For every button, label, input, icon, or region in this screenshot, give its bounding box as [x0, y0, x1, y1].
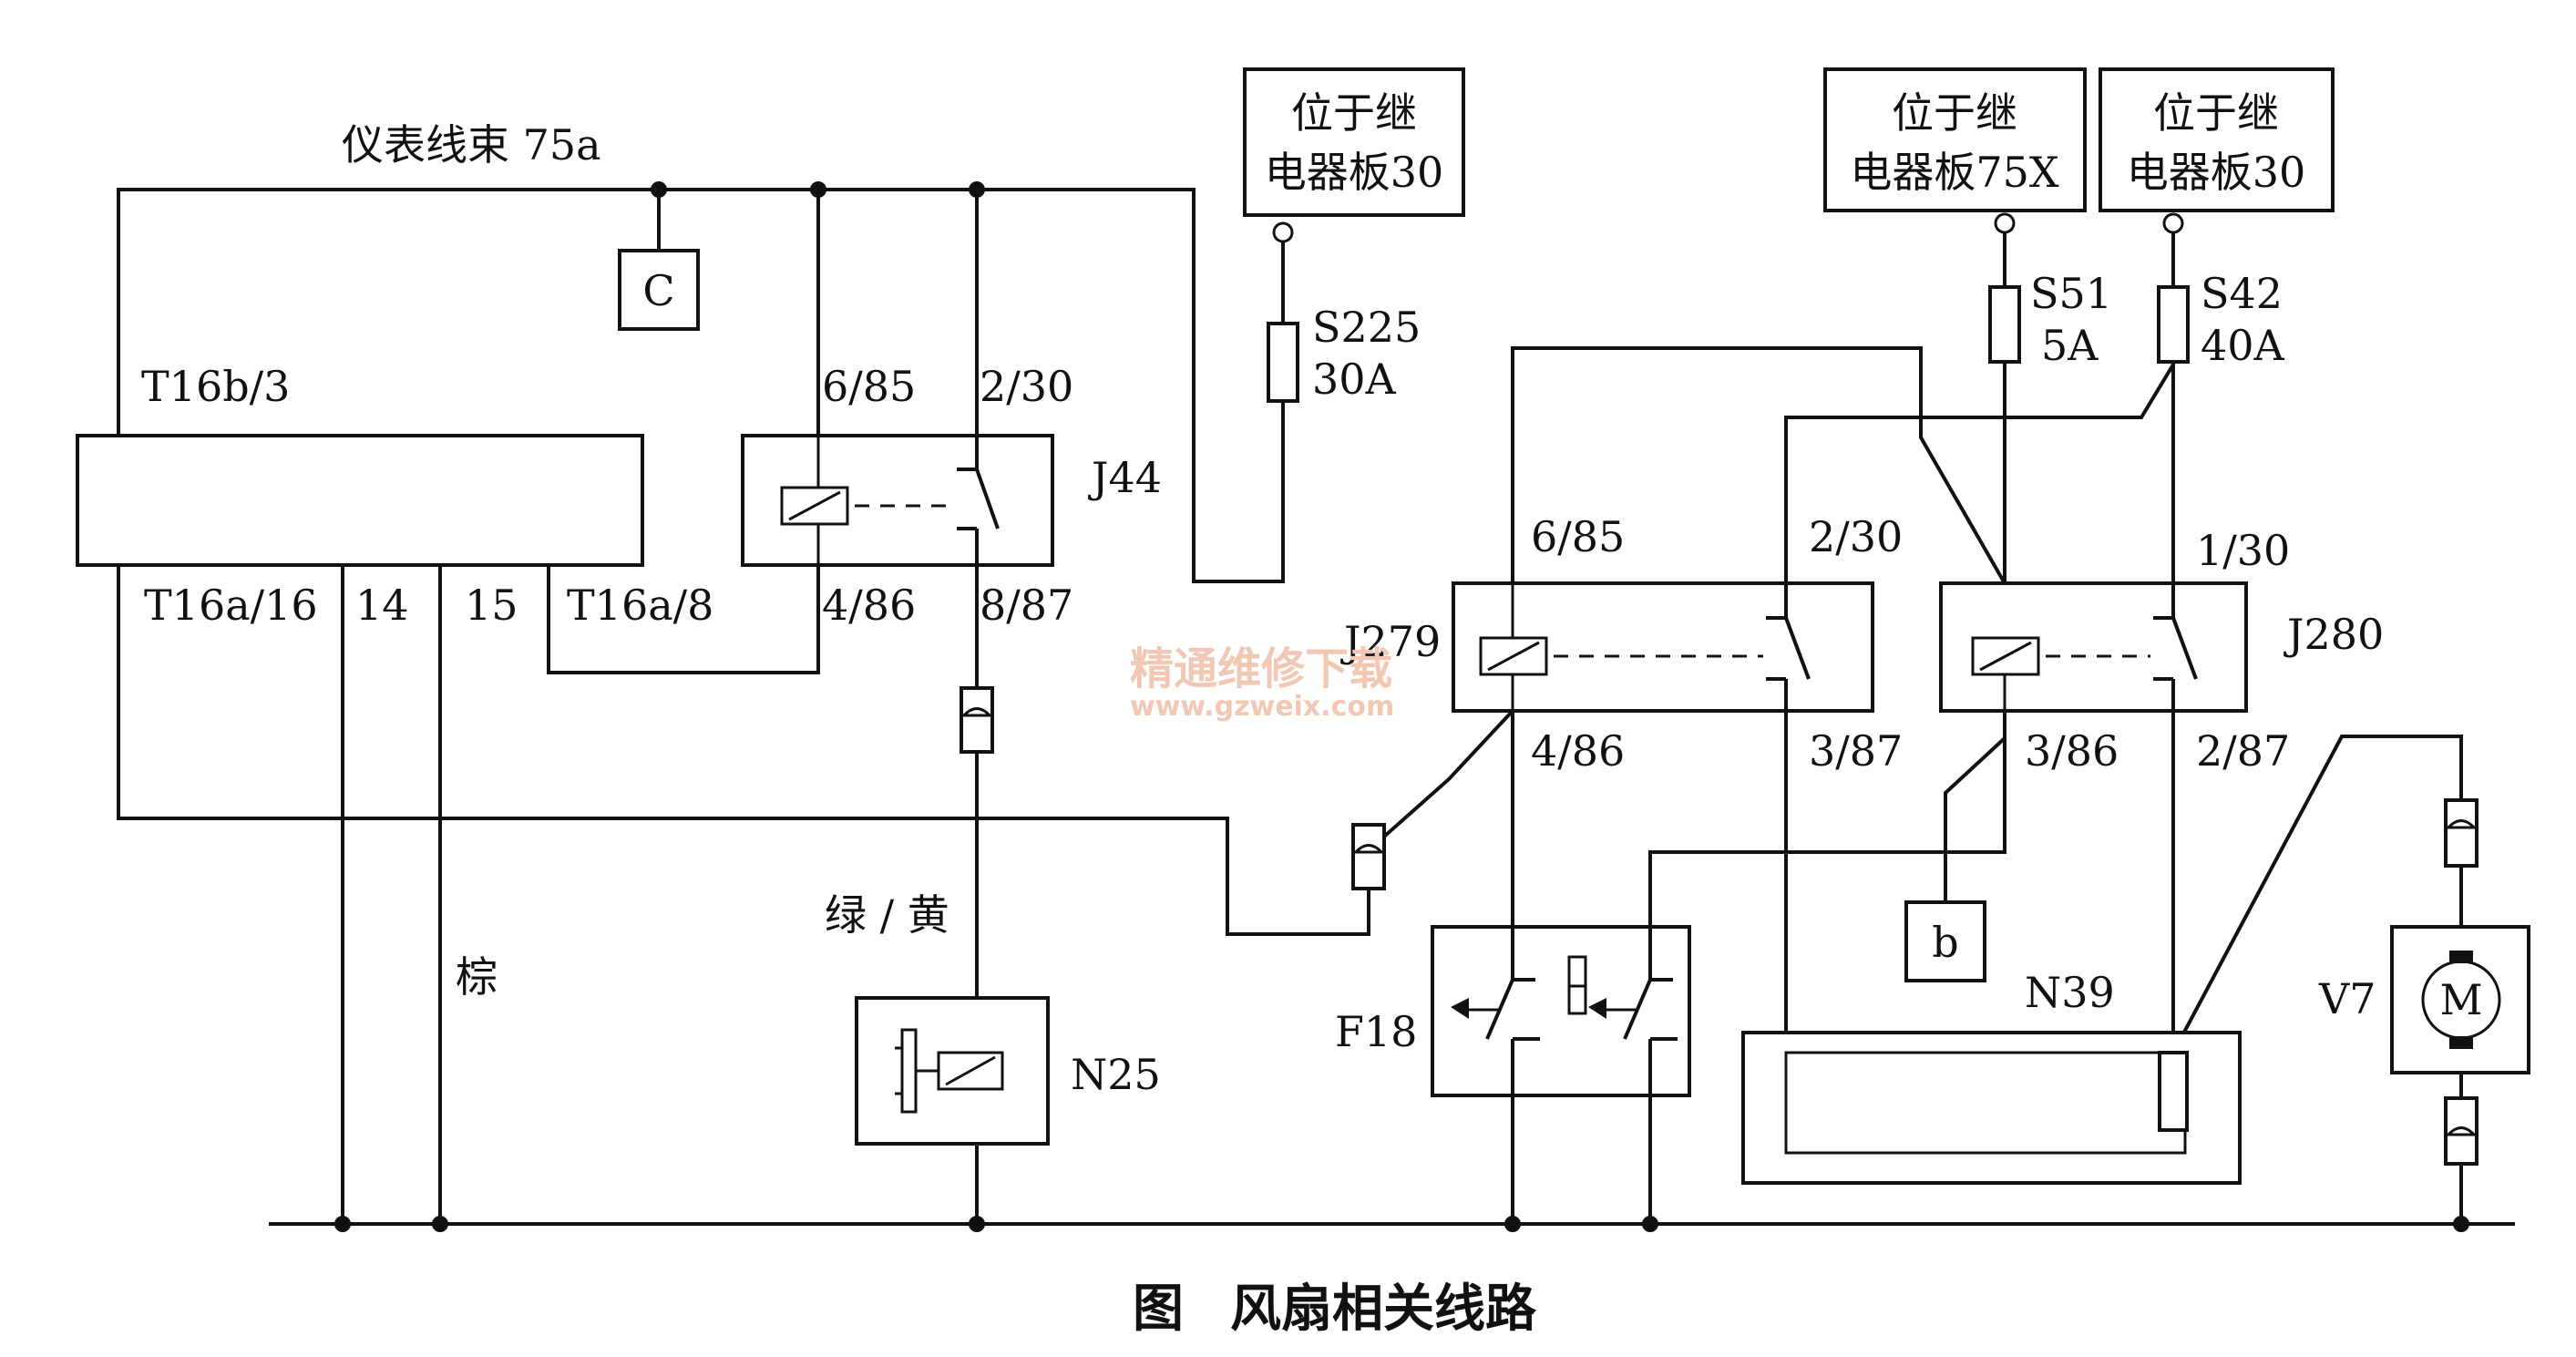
pin-t16a-8: T16a/8 [567, 581, 713, 630]
j279-pin-2-30: 2/30 [1809, 512, 1903, 561]
j280-pin-3-86: 3/86 [2025, 726, 2119, 776]
v7-connector-bottom [2444, 1096, 2479, 1166]
f18-wires [1648, 711, 2006, 1224]
j280-coil-icon [1971, 636, 2150, 711]
j44-pin-8-87: 8/87 [980, 581, 1073, 630]
harness-label: 仪表线束 75a [342, 120, 601, 170]
v7-connector-top [2444, 798, 2479, 868]
terminal-s42 [2162, 212, 2184, 234]
j280-pin-1-30: 1/30 [2196, 526, 2290, 575]
relay-board-box-2-line2: 电器板75X [1850, 148, 2059, 197]
relay-j280 [1939, 581, 2248, 713]
relay-j44 [741, 434, 1054, 567]
n39-resistor [2158, 1051, 2189, 1132]
relay-board-box-3-line1: 位于继 [2153, 88, 2279, 138]
j279-pin-4-86: 4/86 [1531, 726, 1625, 776]
motor-symbol: M [2439, 975, 2482, 1024]
j280-switch-icon [2153, 583, 2198, 711]
pin-15: 15 [465, 581, 518, 630]
j279-pin-3-87: 3/87 [1809, 726, 1903, 776]
relay-board-box-1-line2: 电器板30 [1265, 148, 1444, 197]
terminal-s225 [1272, 221, 1294, 243]
control-unit [76, 434, 644, 567]
connector-b-label: b [1932, 918, 1958, 967]
relay-board-box-1 [1243, 67, 1465, 217]
fuse-s42-name: S42 [2201, 269, 2283, 318]
fuse-s225-rating: 30A [1312, 355, 1397, 404]
connector-b [1904, 900, 1986, 982]
n39-component [1741, 1031, 2242, 1185]
relay-j279-label: J279 [1340, 617, 1441, 666]
watermark-url: www.gzweix.com [1130, 691, 1394, 723]
j44-coil-icon [780, 436, 948, 565]
relay-j279 [1452, 581, 1874, 713]
n25-component [855, 996, 1050, 1146]
connector-c [618, 249, 700, 331]
relay-j280-label: J280 [2284, 610, 2384, 659]
fuse-s42 [2157, 285, 2190, 364]
relay-board-box-1-line1: 位于继 [1291, 88, 1417, 138]
j280-wires [1944, 711, 2463, 1054]
watermark-name: 精通维修下载 [1130, 643, 1392, 694]
j279-coil-icon [1479, 583, 1763, 711]
fuse-s51-rating: 5A [2041, 321, 2099, 370]
pin-14: 14 [355, 581, 409, 630]
n25-coil-icon [895, 1028, 1004, 1114]
j44-pin-6-85: 6/85 [822, 362, 916, 411]
fuse-s51-name: S51 [2030, 269, 2112, 318]
fuse-s225-name: S225 [1312, 303, 1421, 352]
relay-board-box-2-line1: 位于继 [1892, 88, 2017, 138]
fuse-s42-rating: 40A [2201, 321, 2285, 370]
fuse-s51 [1988, 285, 2021, 364]
j280-pin-2-87: 2/87 [2196, 726, 2290, 776]
n25-label: N25 [1071, 1050, 1161, 1099]
n39-label: N39 [2025, 968, 2115, 1017]
j44-pin-4-86: 4/86 [822, 581, 916, 630]
relay-board-box-3-line2: 电器板30 [2127, 148, 2306, 197]
wire-color-brown: 棕 [456, 952, 498, 1002]
terminal-s51 [1994, 212, 2016, 234]
fuse-s225 [1267, 322, 1299, 403]
connector-c-label: C [642, 266, 674, 315]
relay-board-box-3 [2099, 67, 2335, 212]
j44-switch-icon [957, 436, 1000, 565]
caption-prefix: 图 [1133, 1280, 1184, 1339]
j279-pin-6-85: 6/85 [1531, 512, 1625, 561]
f18-label: F18 [1335, 1007, 1417, 1056]
inline-connector-icon [960, 686, 994, 754]
inline-connector-icon-2 [1351, 823, 1386, 890]
relay-j44-label: J44 [1088, 453, 1162, 502]
wire-color-green-yellow: 绿 / 黄 [825, 890, 949, 940]
j44-pin-2-30: 2/30 [980, 362, 1073, 411]
control-unit-wires [117, 565, 1514, 1224]
pin-t16b-3: T16b/3 [141, 362, 290, 411]
j279-switch-icon [1766, 583, 1811, 711]
f18-switch-icon [1451, 927, 1678, 1095]
caption-title: 风扇相关线路 [1230, 1280, 1537, 1339]
pin-t16a-16: T16a/16 [144, 581, 318, 630]
relay-board-box-2 [1823, 67, 2087, 212]
v7-label: V7 [2318, 974, 2376, 1023]
